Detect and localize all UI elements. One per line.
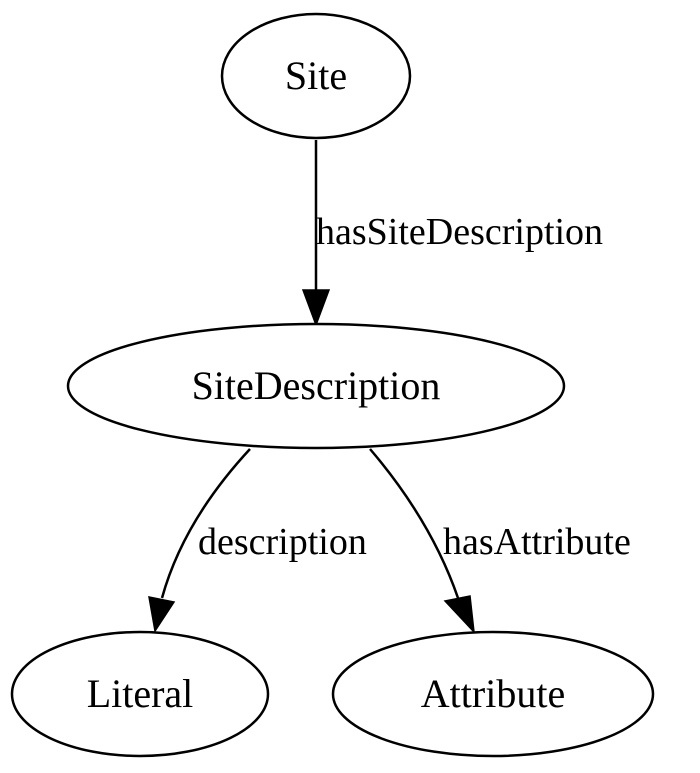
node-literal-shape <box>10 630 270 758</box>
node-literal: Literal <box>10 630 270 758</box>
node-site-label: Site <box>285 53 347 98</box>
edge-has-attribute-line <box>369 448 460 599</box>
node-site-description-shape <box>66 322 566 450</box>
node-site-description-label: SiteDescription <box>192 363 441 408</box>
node-site: Site <box>220 12 412 140</box>
edge-has-site-description-label: hasSiteDescription <box>316 211 603 253</box>
node-attribute-shape <box>331 630 655 758</box>
edge-has-site-description: hasSiteDescription <box>301 140 603 328</box>
node-literal-label: Literal <box>87 671 194 716</box>
edge-has-site-description-arrow <box>301 289 331 328</box>
edge-has-attribute-label: hasAttribute <box>443 521 631 563</box>
edge-description-arrow <box>148 596 176 633</box>
edge-description-line <box>160 448 251 599</box>
edge-description-label: description <box>198 521 367 563</box>
node-attribute: Attribute <box>331 630 655 758</box>
edge-has-attribute-arrow <box>443 595 475 635</box>
node-attribute-label: Attribute <box>421 671 565 716</box>
node-site-shape <box>220 12 412 140</box>
node-site-description: SiteDescription <box>66 322 566 450</box>
edge-has-attribute: hasAttribute <box>369 448 631 635</box>
edge-description: description <box>148 448 367 633</box>
